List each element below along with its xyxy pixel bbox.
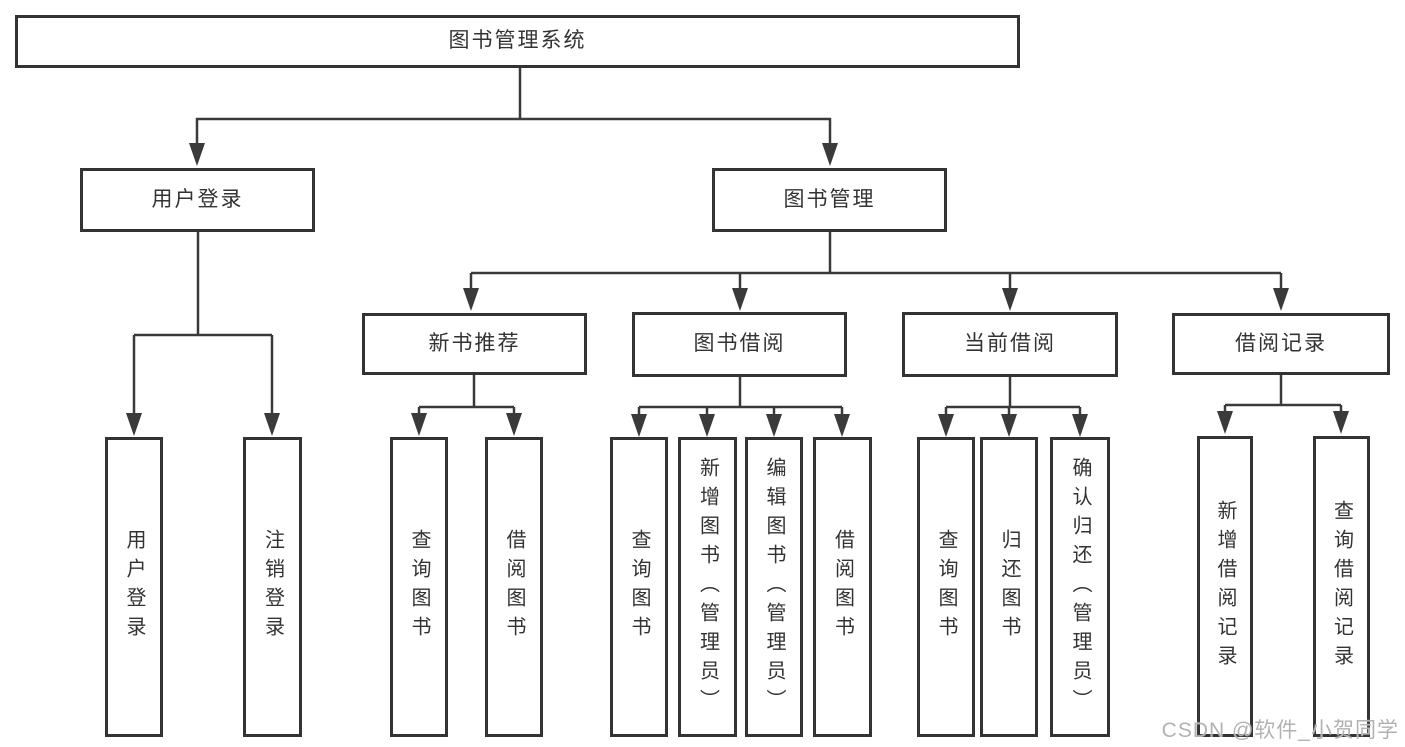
- arrowheads: [126, 143, 1349, 437]
- leaf-logout-label: 注销登录: [261, 529, 284, 645]
- leaf-confirm-return: 确认归还（管理员）: [1050, 437, 1110, 737]
- connector-user-login-fan: [132, 232, 274, 416]
- leaf-borrow-book-2: 借阅图书: [813, 437, 872, 737]
- node-user-login-label: 用户登录: [151, 187, 244, 211]
- node-root-label: 图书管理系统: [448, 29, 587, 53]
- leaf-query-book-2: 查询图书: [610, 437, 668, 737]
- node-borrow-record-label: 借阅记录: [1235, 331, 1327, 355]
- connector-root-to-level2: [195, 68, 832, 145]
- leaf-return-book: 归还图书: [980, 437, 1038, 737]
- leaf-borrow-book-2-label: 借阅图书: [831, 529, 854, 645]
- leaf-borrow-book-1: 借阅图书: [485, 437, 543, 737]
- leaf-confirm-return-label: 确认归还（管理员）: [1069, 456, 1091, 718]
- leaf-query-book-2-label: 查询图书: [628, 529, 650, 645]
- node-borrow-record: 借阅记录: [1172, 313, 1390, 375]
- leaf-return-book-label: 归还图书: [998, 529, 1020, 645]
- leaf-query-borrow-record: 查询借阅记录: [1313, 436, 1370, 737]
- node-root: 图书管理系统: [15, 15, 1020, 68]
- connector-book-management-fan: [469, 232, 1283, 291]
- leaf-query-book-3: 查询图书: [917, 437, 975, 737]
- watermark: CSDN @软件_小贺同学: [1161, 719, 1399, 742]
- leaf-user-login: 用户登录: [105, 437, 163, 737]
- leaf-query-book-1-label: 查询图书: [408, 529, 430, 645]
- leaf-add-borrow-record-label: 新增借阅记录: [1214, 499, 1236, 674]
- leaf-logout: 注销登录: [243, 437, 302, 737]
- node-current-borrow-label: 当前借阅: [964, 332, 1056, 356]
- node-new-book-recommend: 新书推荐: [362, 313, 587, 375]
- leaf-borrow-book-1-label: 借阅图书: [503, 529, 525, 645]
- connector-book-borrow-fan: [637, 377, 844, 416]
- connector-current-borrow-fan: [944, 377, 1082, 416]
- node-book-borrow: 图书借阅: [632, 312, 847, 377]
- node-current-borrow: 当前借阅: [902, 312, 1118, 377]
- leaf-user-login-label: 用户登录: [123, 529, 145, 645]
- leaf-query-book-1: 查询图书: [390, 437, 448, 737]
- node-user-login: 用户登录: [80, 168, 315, 232]
- node-new-book-recommend-label: 新书推荐: [428, 331, 521, 355]
- leaf-add-book: 新增图书（管理员）: [678, 437, 737, 737]
- connector-borrow-record-fan: [1223, 375, 1343, 414]
- connector-new-book-fan: [417, 375, 516, 416]
- leaf-edit-book: 编辑图书（管理员）: [745, 437, 803, 737]
- leaf-query-borrow-record-label: 查询借阅记录: [1330, 499, 1353, 674]
- node-book-management: 图书管理: [712, 168, 947, 232]
- leaf-add-book-label: 新增图书（管理员）: [696, 456, 719, 718]
- node-book-borrow-label: 图书借阅: [693, 332, 786, 356]
- leaf-add-borrow-record: 新增借阅记录: [1197, 436, 1253, 737]
- leaf-query-book-3-label: 查询图书: [935, 529, 957, 645]
- node-book-management-label: 图书管理: [783, 187, 876, 211]
- leaf-edit-book-label: 编辑图书（管理员）: [763, 456, 785, 718]
